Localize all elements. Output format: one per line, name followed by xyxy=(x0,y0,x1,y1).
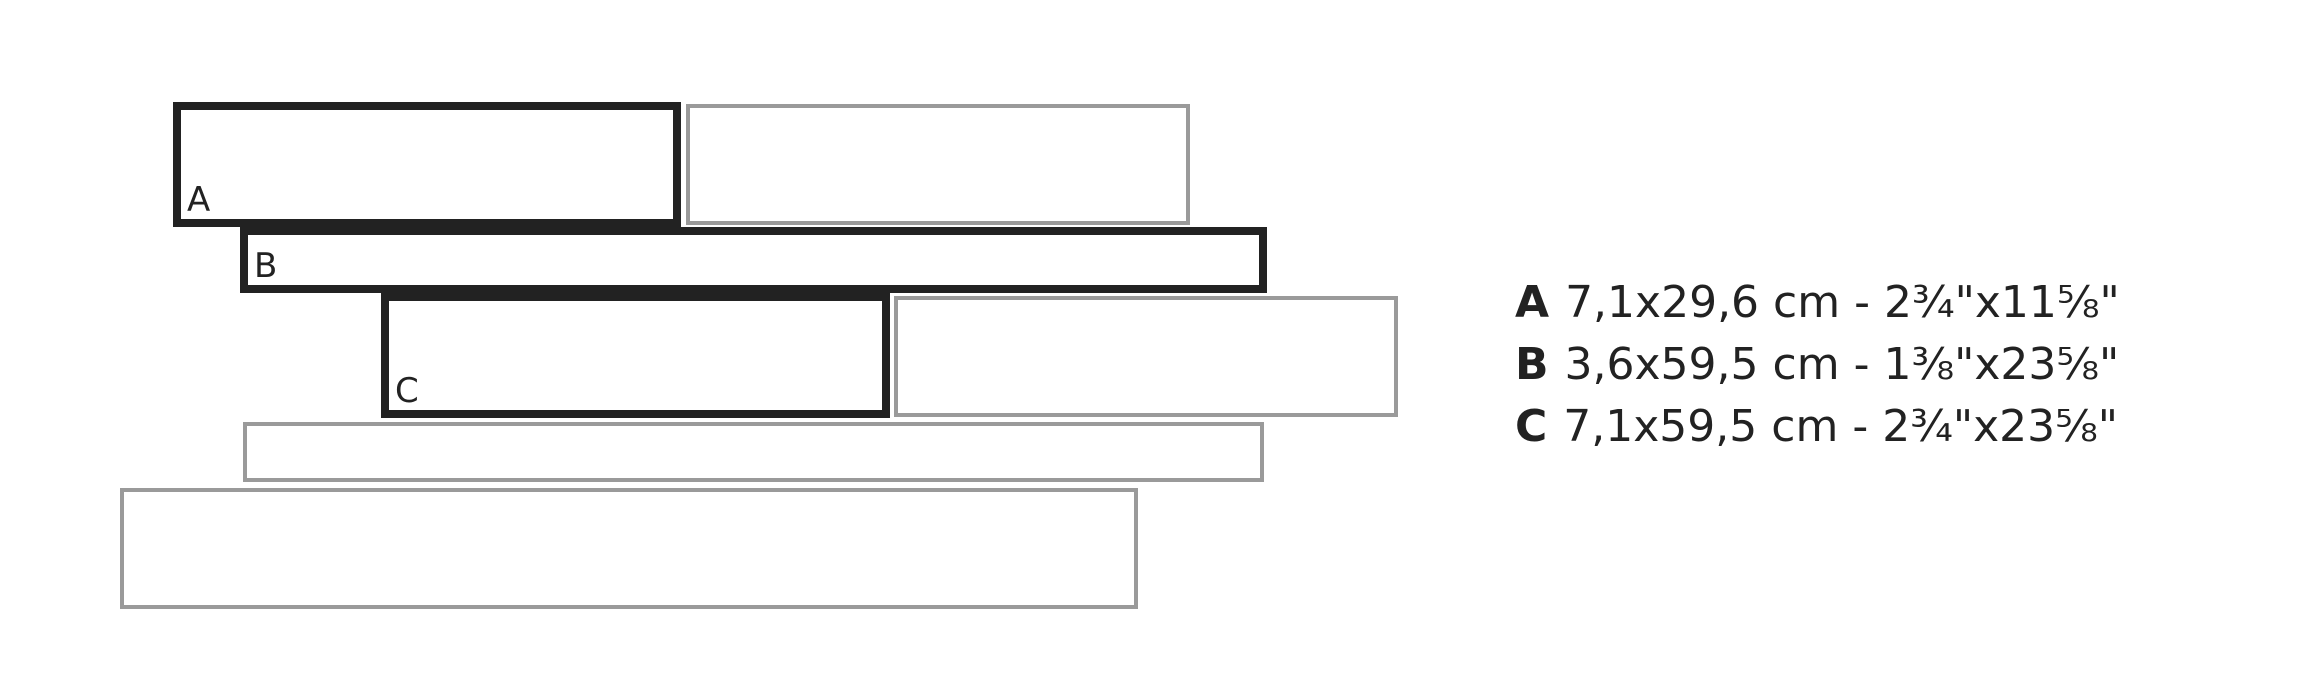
tile-label-c: C xyxy=(395,371,419,411)
legend-separator: - xyxy=(1852,401,1869,452)
legend-row-b: B 3,6x59,5 cm-1⅜"x23⅝" xyxy=(1515,334,2120,396)
legend-letter: A xyxy=(1515,277,1550,328)
legend-imperial-size: 2¾"x23⅝" xyxy=(1882,401,2119,452)
tile-outline-faint-bottom xyxy=(120,488,1138,609)
legend-row-a: A 7,1x29,6 cm-2¾"x11⅝" xyxy=(1515,272,2120,334)
legend-metric-size: 7,1x59,5 cm xyxy=(1563,401,1839,452)
tile-outline-faint-long xyxy=(243,422,1264,482)
legend-metric-size: 3,6x59,5 cm xyxy=(1564,339,1840,390)
legend-letter: C xyxy=(1515,401,1548,452)
legend-imperial-size: 2¾"x11⅝" xyxy=(1883,277,2120,328)
legend-metric-size: 7,1x29,6 cm xyxy=(1565,277,1841,328)
legend-separator: - xyxy=(1853,339,1870,390)
tile-outline-b: B xyxy=(240,227,1267,293)
legend-separator: - xyxy=(1854,277,1870,328)
legend-imperial-size: 1⅜"x23⅝" xyxy=(1883,339,2120,390)
tile-outline-c: C xyxy=(381,293,890,418)
tile-outline-faint-middle-right xyxy=(894,296,1398,417)
legend-row-c: C 7,1x59,5 cm-2¾"x23⅝" xyxy=(1515,396,2120,458)
tile-outline-faint-top-right xyxy=(686,104,1190,225)
legend-letter: B xyxy=(1515,339,1549,390)
tile-label-b: B xyxy=(254,246,278,286)
tile-outline-a: A xyxy=(173,102,681,227)
tile-label-a: A xyxy=(187,180,211,220)
